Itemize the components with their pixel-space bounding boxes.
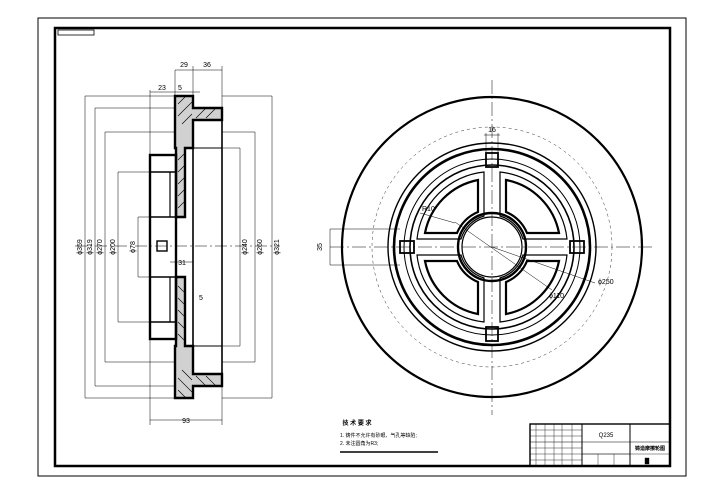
dim-d240: ϕ240 [242, 239, 249, 255]
spoke-web [416, 171, 568, 323]
dim-d270: ϕ270 [97, 239, 104, 255]
tech-notes: 技 术 要 求 1. 铸件不允许有砂眼、气孔等缺陷; 2. 未注圆角为R3; [340, 419, 438, 453]
pitch-circle [371, 126, 613, 368]
dim-d321: ϕ321 [274, 239, 281, 255]
rim-circle-3 [403, 158, 581, 336]
dim-d200: ϕ200 [110, 239, 117, 255]
outer-border [37, 17, 687, 477]
dim-top-right: 36 [203, 62, 211, 69]
front-view [329, 80, 655, 415]
dim-d359: ϕ359 [77, 239, 84, 255]
tech-note-2: 2. 未注圆角为R3; [340, 440, 378, 447]
title-block-material: Q235 [599, 433, 614, 439]
dim-5-inner: 5 [199, 295, 203, 302]
upper-section [173, 94, 224, 219]
dim-d260: ϕ260 [257, 239, 264, 255]
radius-r10: R10 [422, 206, 435, 213]
title-block-part-name: 铸造摩擦轮图 [635, 445, 665, 452]
hub-inner [461, 216, 523, 278]
dim-d319: ϕ319 [87, 239, 94, 255]
dim-d78: ϕ78 [130, 241, 137, 253]
rim-circle-1 [387, 142, 597, 352]
slot-left [399, 240, 415, 254]
dim-35: 35 [317, 243, 324, 251]
dim-step-left: 23 [158, 85, 166, 92]
section-view [75, 66, 280, 425]
section-dimension-lines [84, 66, 273, 425]
hub-outline [148, 153, 178, 341]
inner-border [53, 26, 672, 468]
code-box [57, 29, 95, 36]
slot-right [569, 240, 585, 254]
dim-d250: ϕ250 [598, 279, 614, 286]
tech-notes-title: 技 术 要 求 [342, 419, 372, 427]
slot-top [485, 152, 499, 168]
dim-top-left: 29 [180, 62, 188, 69]
hub-outer [456, 211, 528, 283]
slot-bottom [485, 326, 499, 342]
dim-31: 31 [178, 260, 186, 267]
rim-circle-4 [409, 164, 575, 330]
rim-circle-2 [392, 147, 592, 347]
front-dimension-lines [329, 133, 596, 291]
dim-d110: ϕ110 [549, 293, 564, 300]
outer-rim [340, 95, 644, 399]
dim-step-right: 5 [178, 85, 182, 92]
dim-93: 93 [182, 418, 190, 425]
dim-16: 16 [488, 127, 496, 134]
tech-note-1: 1. 铸件不允许有砂眼、气孔等缺陷; [340, 432, 417, 439]
title-block [529, 423, 671, 467]
spoke-web-inner [423, 178, 561, 316]
hatch-lines [177, 95, 217, 399]
